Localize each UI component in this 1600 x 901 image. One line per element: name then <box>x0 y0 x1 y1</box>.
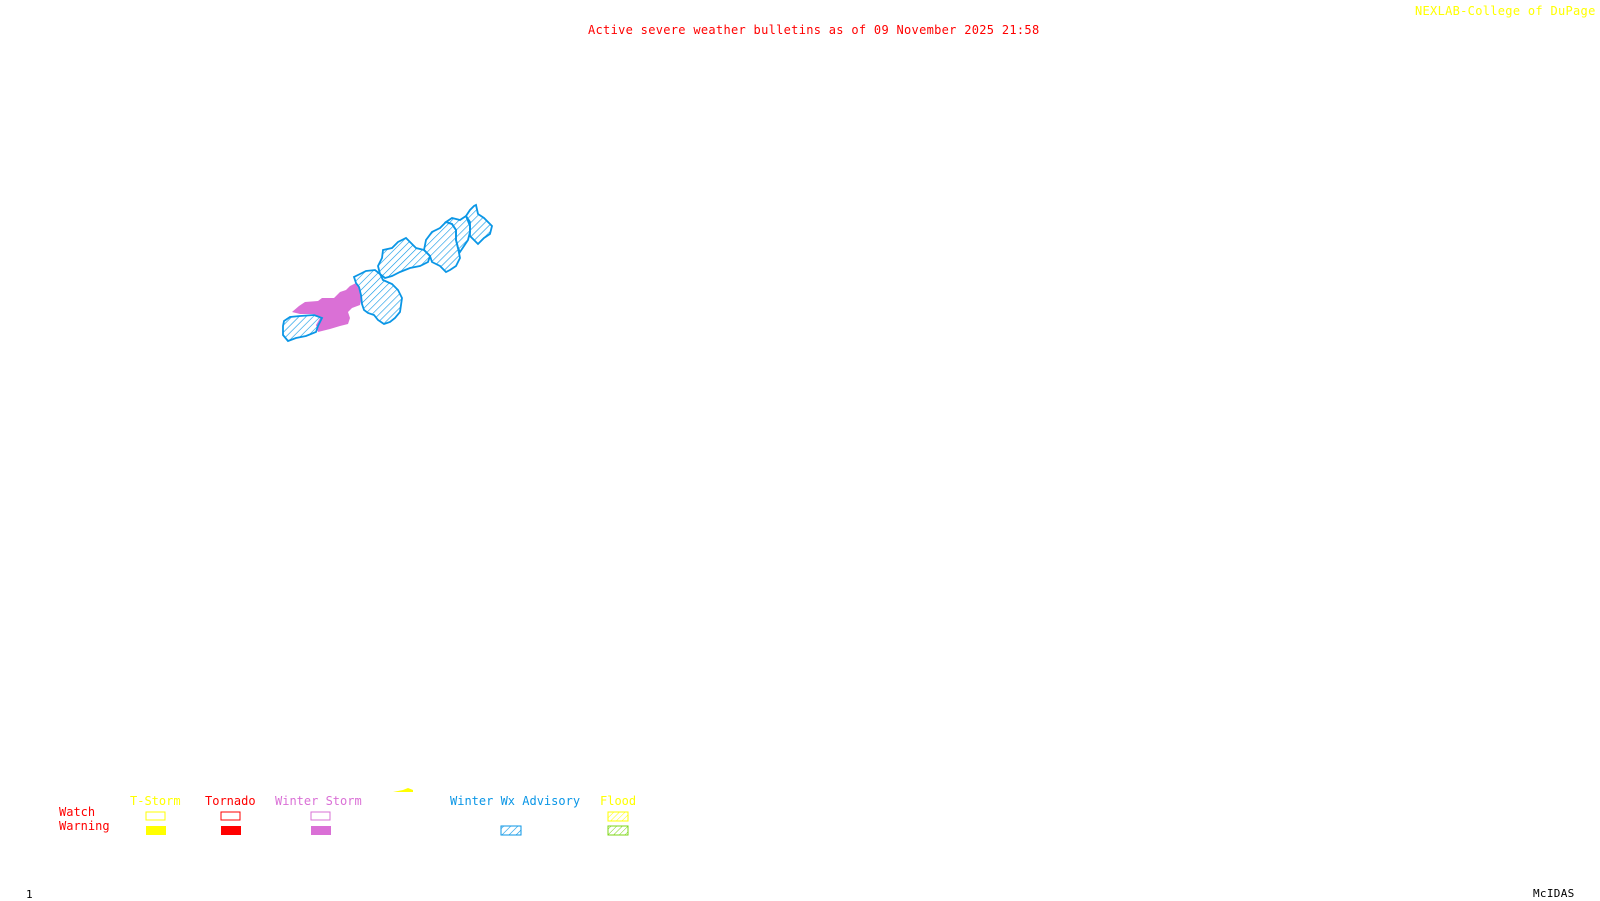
tornado-warning-swatch <box>221 826 241 835</box>
flood-watch-swatch <box>607 811 629 822</box>
frame-number: 1 <box>26 888 33 901</box>
winter-wx-advisory-swatch <box>500 825 522 836</box>
legend-winter-wx-advisory-label: Winter Wx Advisory <box>450 794 581 808</box>
winter-storm-warning-region[interactable] <box>292 283 362 332</box>
advisory-region[interactable] <box>443 214 471 254</box>
tstorm-warning-swatch <box>146 826 166 835</box>
advisory-region[interactable] <box>377 236 432 279</box>
tstorm-watch-swatch <box>145 811 166 821</box>
flood-warning-swatch <box>607 825 629 836</box>
advisory-region[interactable] <box>464 203 493 246</box>
advisory-region[interactable] <box>352 269 403 325</box>
advisory-region[interactable] <box>282 314 324 343</box>
winter-storm-warning-swatch <box>311 826 331 835</box>
page-title: Active severe weather bulletins as of 09… <box>588 23 1040 37</box>
legend-winter-storm-label: Winter Storm <box>275 794 362 808</box>
credit-text: NEXLAB-College of DuPage <box>1415 4 1596 18</box>
legend-watch-label: Watch <box>59 805 96 819</box>
credit-label: NEXLAB-College of DuPage ⇲ <box>1415 5 1600 17</box>
tornado-watch-swatch <box>220 811 241 821</box>
legend-tstorm-label: T-Storm <box>130 794 181 808</box>
yellow-mark <box>393 788 413 792</box>
software-label: McIDAS <box>1533 887 1575 900</box>
legend-tornado-label: Tornado <box>205 794 256 808</box>
legend-warning-label: Warning <box>59 819 110 833</box>
legend-flood-label: Flood <box>600 794 637 808</box>
winter-storm-watch-swatch <box>310 811 331 821</box>
